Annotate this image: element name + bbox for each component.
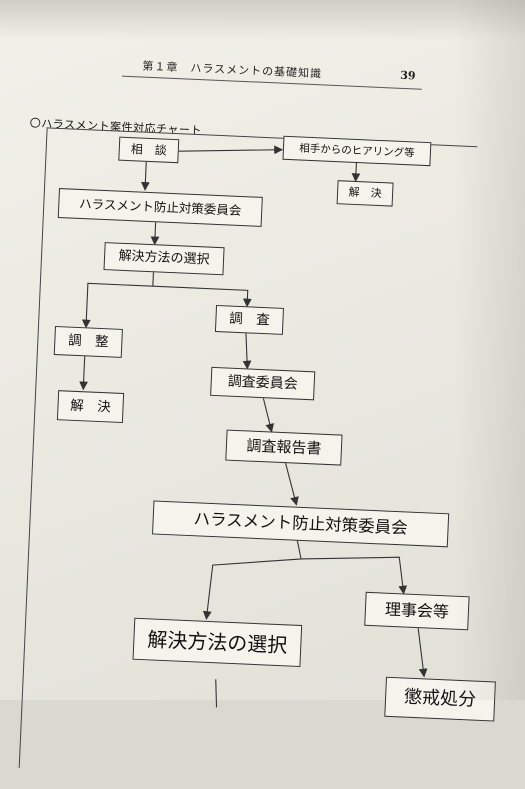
node-resolution-1: 解 決 (336, 180, 394, 207)
page-shadow (0, 0, 525, 40)
page-edge-shadow (455, 0, 525, 700)
arrow-consult-to-hearing (178, 145, 284, 155)
node-board-meeting: 理事会等 (364, 591, 470, 631)
arrow-adjustment-to-resolution (79, 356, 89, 391)
arrow-committee-to-method (150, 222, 160, 246)
arrow-committee-to-board (301, 556, 408, 595)
node-method-2: 解決方法の選択 (132, 617, 303, 668)
arrow-investigation-to-committee (242, 332, 252, 370)
arrow-consult-to-committee (140, 161, 150, 191)
arrow-hearing-to-resolution (351, 162, 361, 183)
arrow-committee-to-report (262, 396, 275, 433)
arrow-method-2-down (215, 679, 218, 708)
arrow-board-to-disciplinary (417, 628, 428, 678)
arrow-committee-to-method-2 (202, 538, 302, 620)
node-investigation: 調 査 (214, 304, 285, 335)
node-investigation-committee: 調査委員会 (210, 366, 316, 401)
node-resolution-2: 解 決 (56, 390, 125, 424)
arrow-report-to-committee (284, 462, 299, 506)
arrow-method-to-adjustment (81, 272, 154, 329)
page-content: 第１章 ハラスメントの基礎知識 39 〇ハラスメント案件対応チャート (18, 60, 496, 787)
node-method-1: 解決方法の選択 (103, 242, 225, 276)
node-adjustment: 調 整 (53, 325, 123, 358)
node-consultation: 相 談 (118, 136, 180, 164)
node-investigation-report: 調査報告書 (225, 429, 343, 466)
arrow-method-to-investigation (152, 285, 252, 308)
